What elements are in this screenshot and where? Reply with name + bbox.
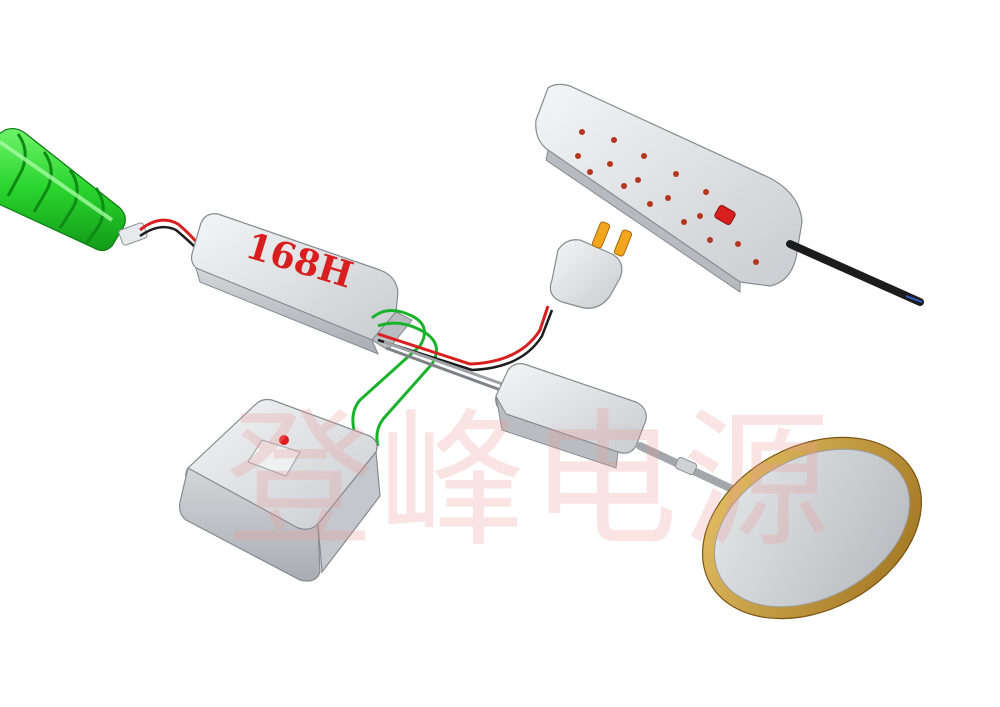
disc-lamp-face (713, 448, 911, 608)
watermark: 登峰电源 (226, 395, 834, 567)
plug-pin (613, 229, 633, 257)
switch-box-front (179, 467, 321, 582)
socket-hole (587, 169, 593, 175)
driver-output-wires (351, 305, 554, 447)
adapter-bottom (495, 395, 619, 469)
socket-hole (579, 129, 585, 135)
battery-pack (0, 127, 148, 252)
socket-hole (611, 137, 617, 143)
power-strip-sockets (575, 129, 759, 265)
socket-hole (753, 259, 759, 265)
switch-rocker (247, 439, 301, 477)
socket-hole (707, 237, 713, 243)
switch-box-side (317, 450, 381, 574)
wire-black-1 (377, 309, 554, 372)
plug-pin (591, 221, 611, 249)
driver-module-side (195, 267, 379, 355)
wire-gray-2 (385, 346, 507, 394)
socket-hole (641, 153, 647, 159)
driver-module-body (190, 213, 399, 341)
battery-highlight (0, 140, 114, 222)
battery-cell-divider (32, 151, 53, 213)
socket-hole (575, 153, 581, 159)
socket-hole (673, 171, 679, 177)
socket-hole (681, 219, 687, 225)
wire-gray-1 (383, 340, 509, 388)
socket-hole (703, 189, 709, 195)
battery-cell-divider (58, 169, 79, 229)
power-strip-cable (786, 240, 924, 306)
wire-green-2 (375, 321, 438, 447)
disc-lamp (701, 436, 923, 620)
socket-hole (647, 201, 653, 207)
battery-cell-divider (6, 133, 27, 197)
switch-box (179, 398, 381, 582)
battery-wire-black (139, 225, 197, 249)
power-strip-side (545, 149, 741, 293)
power-strip-body (535, 83, 803, 287)
socket-hole (635, 177, 641, 183)
plug (549, 221, 633, 309)
lamp-adapter (495, 363, 734, 492)
socket-hole (735, 241, 741, 247)
socket-hole (621, 183, 627, 189)
switch-indicator-dot (279, 435, 289, 445)
wire-red-1 (377, 305, 550, 366)
socket-hole (607, 161, 613, 167)
power-strip-switch (714, 205, 736, 225)
power-strip-cable-wires (905, 295, 923, 303)
battery-wire-red (139, 218, 200, 245)
plug-body (549, 239, 623, 309)
socket-hole (697, 213, 703, 219)
power-strip (535, 83, 924, 306)
battery-cell (0, 127, 126, 252)
adapter-cable-collar (674, 456, 698, 476)
battery-cell-divider (84, 187, 105, 245)
socket-hole (665, 195, 671, 201)
